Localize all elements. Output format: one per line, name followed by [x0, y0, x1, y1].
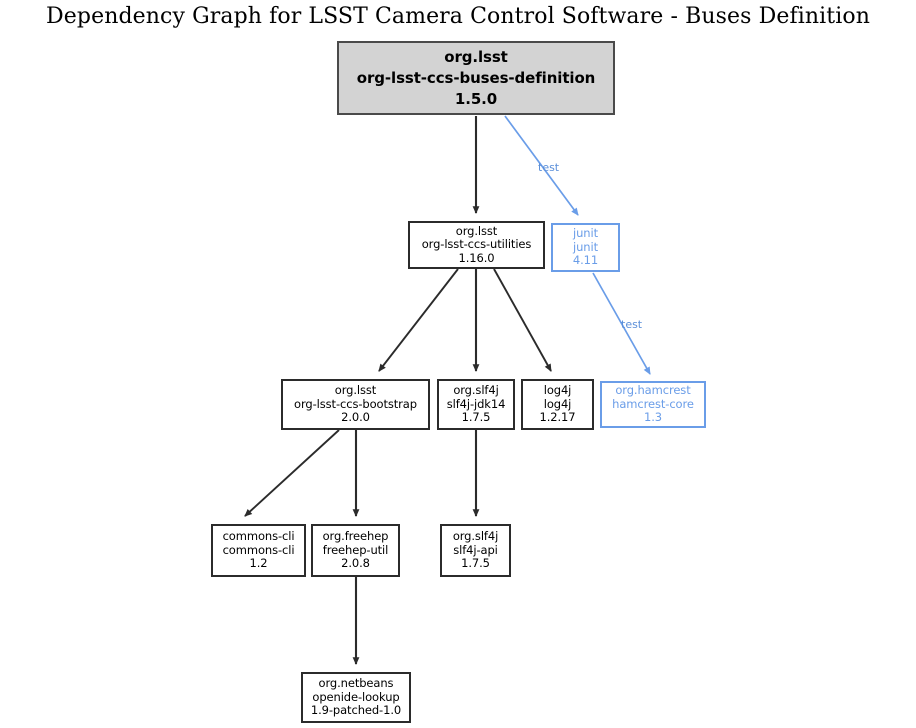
node-group: commons-cli — [222, 529, 295, 544]
node-artifact: hamcrest-core — [612, 396, 694, 411]
node-group: org.lsst — [334, 383, 377, 398]
node-version: 1.7.5 — [461, 556, 490, 571]
edge-ccs-utilities-to-ccs-bootstrap — [378, 268, 459, 372]
node-artifact: slf4j-api — [453, 542, 498, 557]
node-ccs-utilities[interactable]: org.lsst org-lsst-ccs-utilities 1.16.0 — [408, 221, 545, 269]
node-version: 1.7.5 — [461, 410, 491, 425]
node-group: org.slf4j — [452, 529, 499, 544]
node-version: 4.11 — [572, 253, 599, 268]
node-artifact: org-lsst-ccs-utilities — [421, 237, 532, 252]
node-version: 1.2 — [249, 556, 268, 571]
edge-ccs-bootstrap-to-commons-cli — [244, 429, 340, 517]
node-group: org.slf4j — [453, 383, 499, 398]
node-version: 2.0.0 — [341, 410, 370, 425]
node-version: 1.9-patched-1.0 — [310, 703, 402, 718]
node-version: 1.5.0 — [454, 89, 498, 108]
node-buses-definition[interactable]: org.lsst org-lsst-ccs-buses-definition 1… — [337, 41, 615, 115]
page-title: Dependency Graph for LSST Camera Control… — [46, 4, 870, 29]
node-freehep-util[interactable]: org.freehep freehep-util 2.0.8 — [311, 524, 400, 577]
node-version: 1.3 — [644, 410, 662, 425]
node-version: 1.16.0 — [458, 250, 495, 265]
node-group: log4j — [543, 383, 572, 398]
edge-label-test-junit: test — [538, 161, 560, 174]
node-junit[interactable]: junit junit 4.11 — [551, 223, 620, 272]
edge-ccs-utilities-to-log4j — [493, 268, 552, 372]
node-group: org.lsst — [455, 223, 498, 238]
node-group: org.netbeans — [318, 676, 394, 691]
edge-label-test-hamcrest: test — [621, 318, 643, 331]
node-group: org.freehep — [322, 529, 389, 544]
node-openide-lookup[interactable]: org.netbeans openide-lookup 1.9-patched-… — [301, 672, 411, 723]
node-artifact: org-lsst-ccs-buses-definition — [356, 68, 596, 87]
node-artifact: commons-cli — [222, 542, 295, 557]
node-artifact: org-lsst-ccs-bootstrap — [294, 396, 417, 411]
node-version: 2.0.8 — [341, 556, 370, 571]
node-group: org.lsst — [444, 47, 508, 66]
node-slf4j-api[interactable]: org.slf4j slf4j-api 1.7.5 — [440, 524, 511, 577]
node-log4j[interactable]: log4j log4j 1.2.17 — [521, 379, 594, 430]
node-ccs-bootstrap[interactable]: org.lsst org-lsst-ccs-bootstrap 2.0.0 — [281, 379, 430, 430]
node-group: junit — [573, 226, 598, 241]
node-hamcrest-core[interactable]: org.hamcrest hamcrest-core 1.3 — [600, 381, 706, 428]
node-slf4j-jdk14[interactable]: org.slf4j slf4j-jdk14 1.7.5 — [437, 379, 515, 430]
node-group: org.hamcrest — [615, 383, 691, 398]
node-commons-cli[interactable]: commons-cli commons-cli 1.2 — [211, 524, 306, 577]
node-artifact: freehep-util — [322, 542, 389, 557]
node-artifact: openide-lookup — [312, 689, 400, 704]
node-artifact: slf4j-jdk14 — [446, 396, 506, 411]
node-version: 1.2.17 — [539, 410, 576, 425]
node-artifact: log4j — [543, 396, 572, 411]
node-artifact: junit — [573, 239, 598, 254]
